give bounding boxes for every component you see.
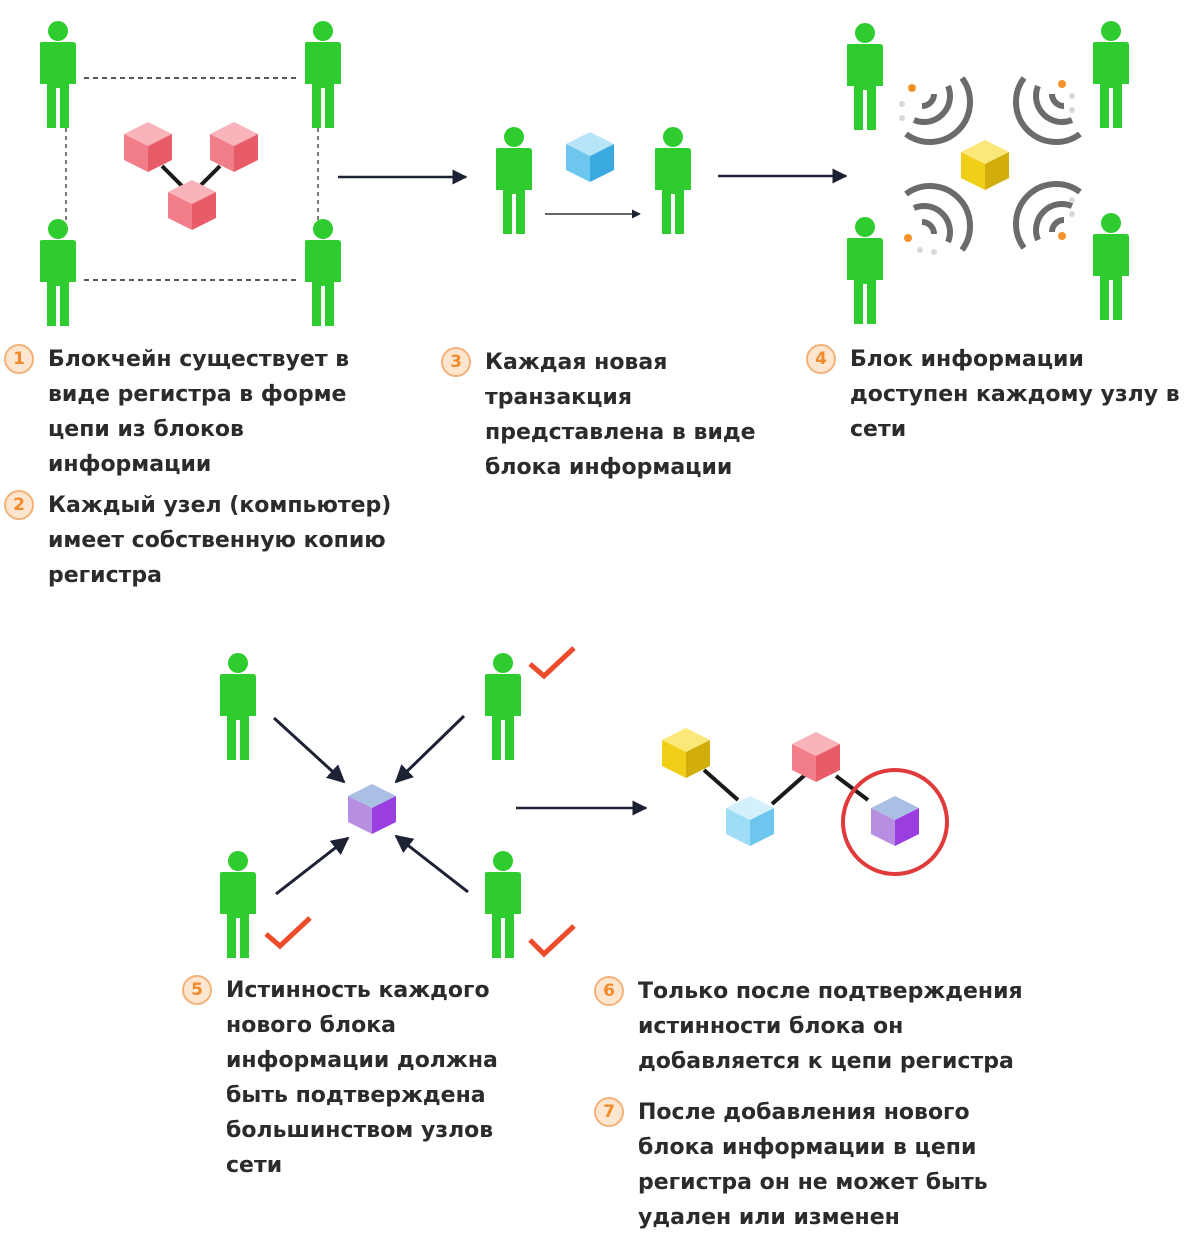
- arrow-icon: [275, 836, 350, 896]
- person-node-icon: [655, 127, 691, 234]
- step-text: Блокчейн существует в виде регистра в фо…: [48, 347, 350, 477]
- cube-block-icon: [566, 132, 614, 182]
- step-number-badge: 7: [594, 1097, 624, 1127]
- person-node-icon: [305, 219, 341, 326]
- arrow-icon: [272, 716, 346, 784]
- highlight-ring: [841, 768, 949, 876]
- person-node-icon: [40, 21, 76, 128]
- step-text: Каждая новая транзакция представлена в в…: [485, 350, 756, 480]
- step-text: Только после подтверждения истинности бл…: [638, 979, 1023, 1074]
- step-6: 6 Только после подтверждения истинности …: [594, 974, 1054, 1079]
- panel-broadcast: [847, 21, 1129, 324]
- panel-ledger-network: [40, 21, 341, 326]
- step-text: Истинность каждого нового блока информац…: [226, 978, 498, 1178]
- cube-block-icon: [726, 796, 774, 846]
- arrow-icon: [394, 714, 466, 784]
- step-number-badge: 5: [182, 975, 212, 1005]
- step-7: 7 После добавления нового блока информац…: [594, 1095, 1014, 1235]
- step-text: После добавления нового блока информации…: [638, 1100, 988, 1230]
- step-number-badge: 3: [441, 347, 471, 377]
- step-1: 1 Блокчейн существует в виде регистра в …: [4, 342, 384, 482]
- chain-link: [770, 772, 808, 806]
- cube-block-icon: [792, 732, 840, 782]
- step-number-badge: 6: [594, 976, 624, 1006]
- cube-block-icon: [348, 784, 396, 834]
- cube-block-icon: [871, 796, 919, 846]
- arrow-icon: [394, 834, 469, 894]
- person-node-icon: [305, 21, 341, 128]
- signal-wave-icon: [904, 183, 973, 255]
- step-3: 3 Каждая новая транзакция представлена в…: [441, 345, 791, 485]
- signal-wave-icon: [899, 76, 973, 145]
- step-5: 5 Истинность каждого нового блока информ…: [182, 973, 542, 1183]
- person-node-icon: [847, 23, 883, 130]
- chain-link: [834, 774, 870, 802]
- signal-wave-icon: [1013, 76, 1082, 145]
- person-node-icon: [1093, 21, 1129, 128]
- cube-block-icon: [124, 122, 172, 172]
- panel-chain-append: [662, 728, 949, 876]
- person-node-icon: [485, 653, 521, 760]
- step-number-badge: 1: [4, 344, 34, 374]
- cube-block-icon: [210, 122, 258, 172]
- step-number-badge: 4: [806, 344, 836, 374]
- signal-wave-icon: [1013, 181, 1082, 250]
- panel-validation: [220, 646, 576, 958]
- checkmark-icon: [528, 646, 576, 680]
- checkmark-icon: [528, 924, 576, 958]
- chain-link: [198, 164, 222, 188]
- chain-link: [702, 768, 740, 802]
- step-number-badge: 2: [4, 490, 34, 520]
- person-node-icon: [496, 127, 532, 234]
- cube-block-icon: [961, 140, 1009, 190]
- step-text: Каждый узел (компьютер) имеет собственну…: [48, 493, 392, 588]
- chain-link: [160, 164, 184, 188]
- cube-block-icon: [168, 180, 216, 230]
- person-node-icon: [1093, 213, 1129, 320]
- cube-block-icon: [662, 728, 710, 778]
- panel-transaction: [496, 127, 691, 234]
- person-node-icon: [220, 851, 256, 958]
- person-node-icon: [220, 653, 256, 760]
- step-text: Блок информации доступен каждому узлу в …: [850, 347, 1180, 442]
- person-node-icon: [847, 217, 883, 324]
- checkmark-icon: [264, 916, 312, 950]
- step-4: 4 Блок информации доступен каждому узлу …: [806, 342, 1198, 447]
- step-2: 2 Каждый узел (компьютер) имеет собствен…: [4, 488, 424, 593]
- person-node-icon: [40, 219, 76, 326]
- person-node-icon: [485, 851, 521, 958]
